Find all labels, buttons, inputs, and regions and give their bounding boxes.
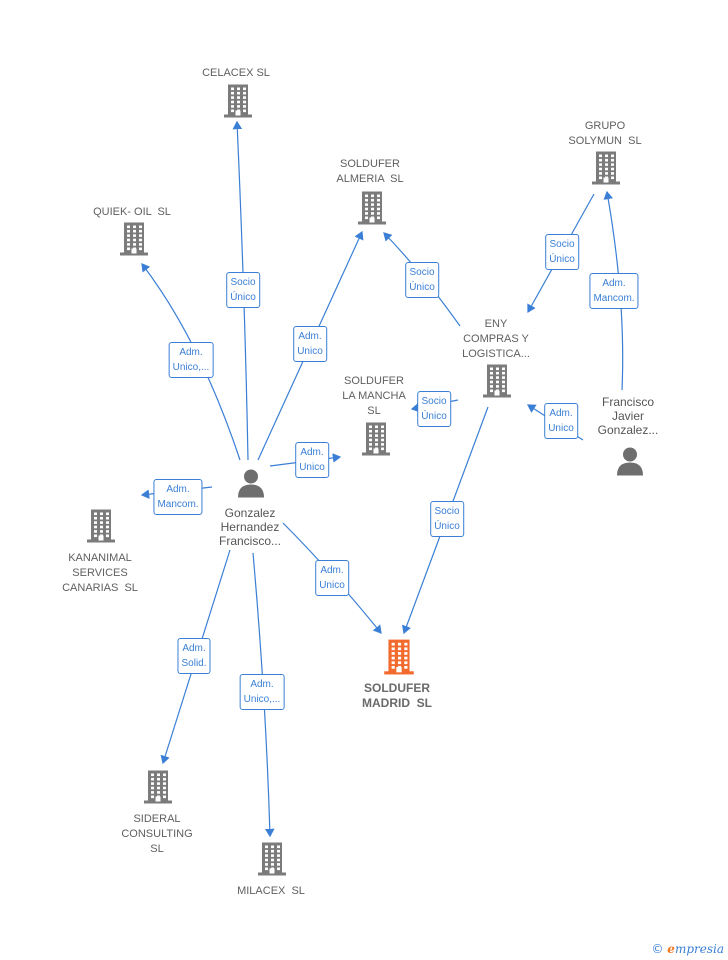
relation-label-gonzalez-soldufer_mancha[interactable]: Adm. Unico [295,442,329,478]
building-icon[interactable] [357,190,387,231]
building-icon[interactable] [86,508,116,549]
node-label-milacex[interactable]: MILACEX SL [237,885,305,897]
node-label-soldufer_mancha[interactable]: SOLDUFER LA MANCHA SL [342,375,406,417]
relation-label-gonzalez-celacex[interactable]: Socio Único [226,272,260,308]
building-icon[interactable] [482,363,512,404]
empresia-logo[interactable]: © empresia [651,942,724,956]
node-label-kananimal[interactable]: KANANIMAL SERVICES CANARIAS SL [62,552,138,594]
relation-label-gonzalez-soldufer_madrid[interactable]: Adm. Unico [315,560,349,596]
relation-label-eny-soldufer_almeria[interactable]: Socio Único [405,262,439,298]
building-icon[interactable] [223,83,253,124]
building-icon[interactable] [361,421,391,462]
node-label-soldufer_madrid[interactable]: SOLDUFER MADRID SL [362,681,432,710]
node-label-celacex[interactable]: CELACEX SL [202,67,270,79]
node-label-soldufer_almeria[interactable]: SOLDUFER ALMERIA SL [336,158,404,185]
relation-label-eny-soldufer_mancha[interactable]: Socio Único [417,391,451,427]
relation-label-gonzalez-kananimal[interactable]: Adm. Mancom. [153,479,203,515]
person-icon[interactable] [615,446,645,481]
relation-label-gonzalez-soldufer_almeria[interactable]: Adm. Unico [293,326,327,362]
node-label-francisco[interactable]: Francisco Javier Gonzalez... [597,395,659,437]
relation-label-francisco-grupo_solymun[interactable]: Adm. Mancom. [589,273,639,309]
building-icon-main[interactable] [382,638,416,681]
building-icon[interactable] [143,769,173,810]
building-icon[interactable] [119,221,149,262]
relation-label-gonzalez-milacex[interactable]: Adm. Unico,... [239,674,285,710]
relation-label-gonzalez-quiek[interactable]: Adm. Unico,... [168,342,214,378]
relation-label-gonzalez-sideral[interactable]: Adm. Solid. [177,638,211,674]
building-icon[interactable] [591,150,621,191]
relation-label-grupo_solymun-eny[interactable]: Socio Único [545,234,579,270]
relation-label-eny-soldufer_madrid[interactable]: Socio Único [430,501,464,537]
person-icon[interactable] [236,468,266,503]
node-label-gonzalez[interactable]: Gonzalez Hernandez Francisco... [218,506,282,548]
relation-label-francisco-eny[interactable]: Adm. Unico [544,403,578,439]
building-icon[interactable] [257,841,287,882]
node-label-quiek[interactable]: QUIEK- OIL SL [93,206,171,218]
node-label-grupo_solymun[interactable]: GRUPO SOLYMUN SL [568,120,642,147]
node-label-eny[interactable]: ENY COMPRAS Y LOGISTICA... [462,318,530,360]
node-label-sideral[interactable]: SIDERAL CONSULTING SL [121,813,193,855]
